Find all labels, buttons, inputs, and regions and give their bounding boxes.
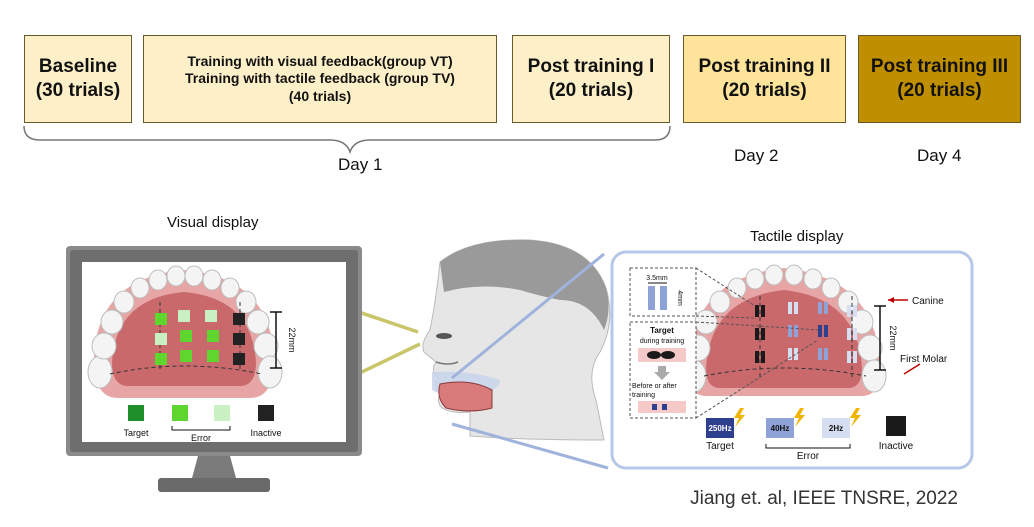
post3-title: Post training III (870, 56, 1009, 78)
day2-label: Day 2 (734, 146, 779, 165)
post-training-3-box: Post training III (20 trials) (858, 35, 1021, 123)
inset-before-after-label: Before or after (632, 383, 677, 390)
legend-40hz-label: 40Hz (771, 424, 790, 433)
tactile-legend-target: Target (706, 441, 734, 452)
tactile-legend: 250Hz 40Hz 2Hz Target Error Inactive (706, 408, 914, 462)
legend-2hz-swatch (822, 418, 850, 438)
post2-title: Post training II (698, 56, 831, 78)
lightning-icon (794, 408, 805, 427)
tactile-display-title: Tactile display (750, 228, 844, 245)
baseline-box: Baseline (30 trials) (24, 35, 132, 123)
post1-title: Post training I (527, 56, 655, 78)
post2-trials: (20 trials) (722, 80, 807, 101)
post-training-1-box: Post training I (20 trials) (512, 35, 670, 123)
training-tactile-line: Training with tactile feedback (group TV… (185, 70, 455, 87)
baseline-title: Baseline (38, 56, 118, 78)
lightning-icon (850, 408, 861, 427)
citation: Jiang et. al, IEEE TNSRE, 2022 (690, 488, 958, 509)
training-trials: (40 trials) (288, 87, 352, 104)
visual-palate: 22mm (87, 265, 297, 398)
inset-training-label: training (632, 392, 655, 399)
inset-height-label: 4mm (676, 290, 683, 306)
visual-legend-error: Error (191, 433, 211, 443)
post1-trials: (20 trials) (548, 80, 634, 101)
visual-legend-inactive: Inactive (250, 428, 281, 438)
legend-40hz-swatch (766, 418, 794, 438)
post-training-2-box: Post training II (20 trials) (683, 35, 846, 123)
baseline-trials: (30 trials) (35, 80, 121, 101)
post3-trials: (20 trials) (897, 80, 982, 101)
head-profile (422, 239, 611, 441)
visual-display-title: Visual display (167, 214, 259, 231)
tactile-legend-inactive: Inactive (879, 441, 914, 452)
lightning-icon (734, 408, 745, 427)
inset-target-label: Target (650, 326, 674, 335)
legend-250hz-swatch (706, 418, 734, 438)
legend-target-swatch (128, 405, 144, 421)
visual-legend-target: Target (123, 428, 149, 438)
tactile-measure-label: 22mm (888, 325, 898, 350)
tactile-connector-line (451, 422, 609, 470)
day1-label: Day 1 (338, 155, 383, 174)
legend-2hz-label: 2Hz (829, 424, 843, 433)
first-molar-label: First Molar (900, 354, 948, 365)
inset-during-label: during training (640, 338, 684, 345)
legend-error-swatch (172, 405, 188, 421)
legend-inactive-swatch (886, 416, 906, 436)
training-visual-line: Training with visual feedback(group VT) (187, 52, 453, 69)
tactile-legend-error: Error (797, 451, 820, 462)
tactile-inset: 3.5mm 4mm Target during training Before … (629, 267, 821, 419)
tactile-connector-line (451, 252, 605, 380)
inset-width-label: 3.5mm (646, 275, 668, 282)
tactile-palate: 22mm Canine First Molar (681, 264, 948, 396)
legend-250hz-label: 250Hz (708, 424, 731, 433)
legend-error-swatch (214, 405, 230, 421)
training-box: Training with visual feedback(group VT) … (143, 35, 497, 123)
visual-legend: Target Error Inactive (123, 405, 282, 443)
visual-measure-label: 22mm (287, 327, 297, 352)
day4-label: Day 4 (917, 146, 962, 165)
canine-label: Canine (912, 296, 944, 307)
legend-inactive-swatch (258, 405, 274, 421)
